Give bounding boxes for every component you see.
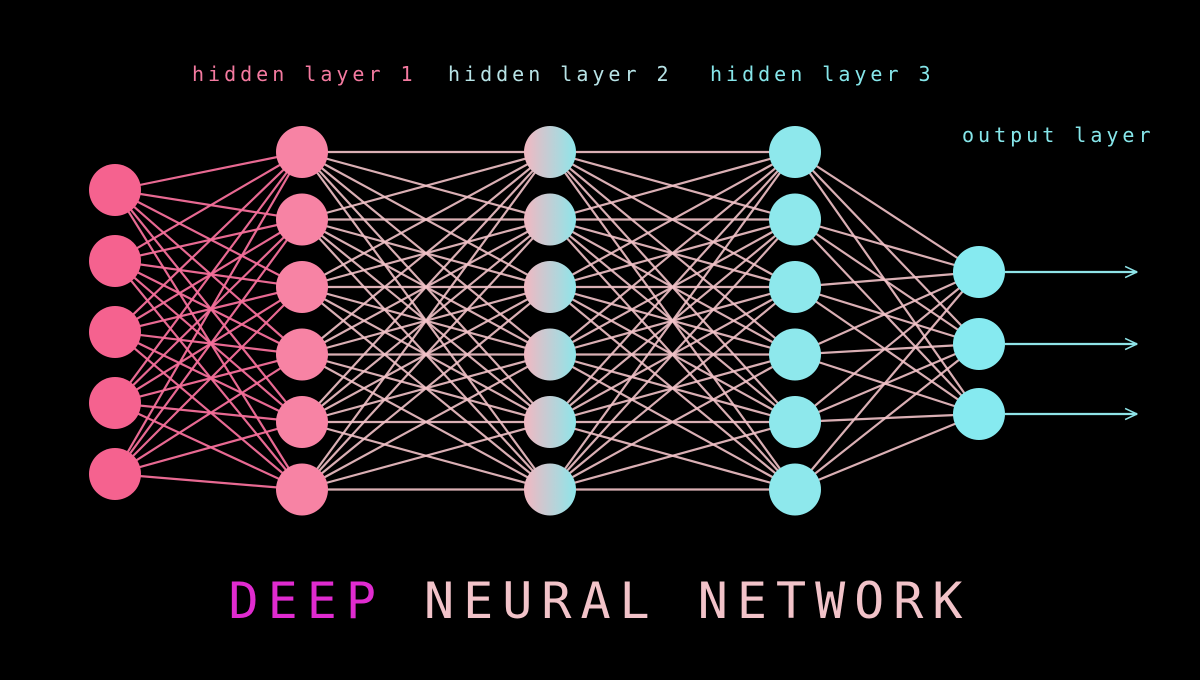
connection-edge (114, 151, 303, 404)
connection-edge (549, 151, 796, 288)
hidden3-node (769, 463, 821, 516)
hidden-layer-1-label: hidden layer 1 (192, 62, 417, 86)
connection-edge (114, 188, 303, 221)
input-node (89, 306, 141, 358)
hidden1-node (276, 261, 328, 313)
connection-edge (114, 401, 303, 424)
hidden-layer-2-label: hidden layer 2 (448, 62, 673, 86)
connection-edge (549, 150, 796, 221)
connection-edge (794, 343, 980, 491)
hidden3-node (769, 261, 821, 313)
output-arrows (1005, 272, 1137, 414)
hidden2-node (524, 463, 576, 516)
connection-edges (114, 150, 980, 491)
connection-edge (549, 151, 796, 356)
connection-edge (114, 353, 303, 405)
hidden3-node (769, 396, 821, 448)
hidden1-node (276, 396, 328, 448)
connection-edge (794, 151, 980, 273)
connection-edge (301, 286, 551, 491)
connection-edge (301, 150, 551, 221)
connection-edge (301, 151, 551, 356)
connection-edge (549, 420, 796, 491)
hidden3-node (769, 126, 821, 178)
connection-edge (549, 353, 796, 491)
connection-edge (114, 331, 303, 423)
connection-edge (114, 259, 303, 289)
connection-edge (794, 342, 980, 356)
connection-edge (114, 189, 303, 423)
connection-edge (794, 218, 980, 274)
connection-edge (114, 150, 303, 192)
neuron-nodes (89, 126, 1005, 516)
connection-edge (114, 420, 303, 476)
hidden2-node (524, 193, 576, 246)
diagram-title: DEEP NEURAL NETWORK (0, 572, 1200, 630)
connection-edge (301, 151, 551, 288)
connection-edge (301, 151, 551, 423)
connection-edge (114, 353, 303, 475)
hidden2-node (524, 328, 576, 381)
connection-edge (114, 218, 303, 263)
input-node (89, 164, 141, 216)
connection-edge (794, 271, 980, 491)
connection-edge (114, 331, 303, 491)
input-node (89, 448, 141, 500)
hidden2-node (524, 126, 576, 178)
connection-edge (549, 151, 796, 423)
hidden3-node (769, 193, 821, 246)
title-words-neural-network: NEURAL NETWORK (424, 572, 972, 630)
connection-edge (794, 271, 980, 423)
output-node (953, 388, 1005, 440)
hidden1-node (276, 126, 328, 178)
connection-edge (114, 472, 303, 491)
connection-edge (794, 412, 980, 491)
connection-edge (114, 189, 303, 491)
connection-edge (114, 285, 303, 334)
connection-edge (794, 285, 980, 346)
connection-edge (114, 330, 303, 356)
connection-edge (301, 218, 551, 491)
connection-edge (794, 151, 980, 345)
connection-edge (114, 286, 303, 475)
connection-edge (114, 260, 303, 491)
connection-edge (114, 189, 303, 288)
output-node (953, 246, 1005, 298)
hidden-layer-3-label: hidden layer 3 (710, 62, 935, 86)
hidden1-node (276, 193, 328, 246)
connection-edge (794, 353, 980, 416)
connection-edge (549, 218, 796, 491)
input-node (89, 235, 141, 287)
connection-edge (301, 353, 551, 491)
connection-edge (794, 286, 980, 415)
connection-edge (301, 151, 551, 491)
connection-edge (301, 420, 551, 491)
connection-edge (114, 402, 303, 491)
connection-edge (549, 286, 796, 491)
connection-edge (114, 260, 303, 356)
connection-edge (794, 270, 980, 289)
input-node (89, 377, 141, 429)
hidden3-node (769, 328, 821, 381)
connection-edge (794, 218, 980, 345)
connection-edge (114, 189, 303, 356)
hidden2-node (524, 261, 576, 313)
hidden1-node (276, 328, 328, 381)
title-word-deep: DEEP (228, 572, 385, 630)
connection-edge (794, 342, 980, 424)
output-layer-label: output layer (962, 123, 1155, 147)
connection-edge (794, 218, 980, 415)
connection-edge (114, 151, 303, 475)
connection-edge (114, 151, 303, 333)
output-node (953, 318, 1005, 370)
connection-edge (114, 218, 303, 475)
connection-edge (114, 260, 303, 423)
connection-edge (549, 151, 796, 491)
hidden1-node (276, 463, 328, 516)
connection-edge (114, 151, 303, 262)
hidden2-node (524, 396, 576, 448)
connection-edge (794, 270, 980, 356)
